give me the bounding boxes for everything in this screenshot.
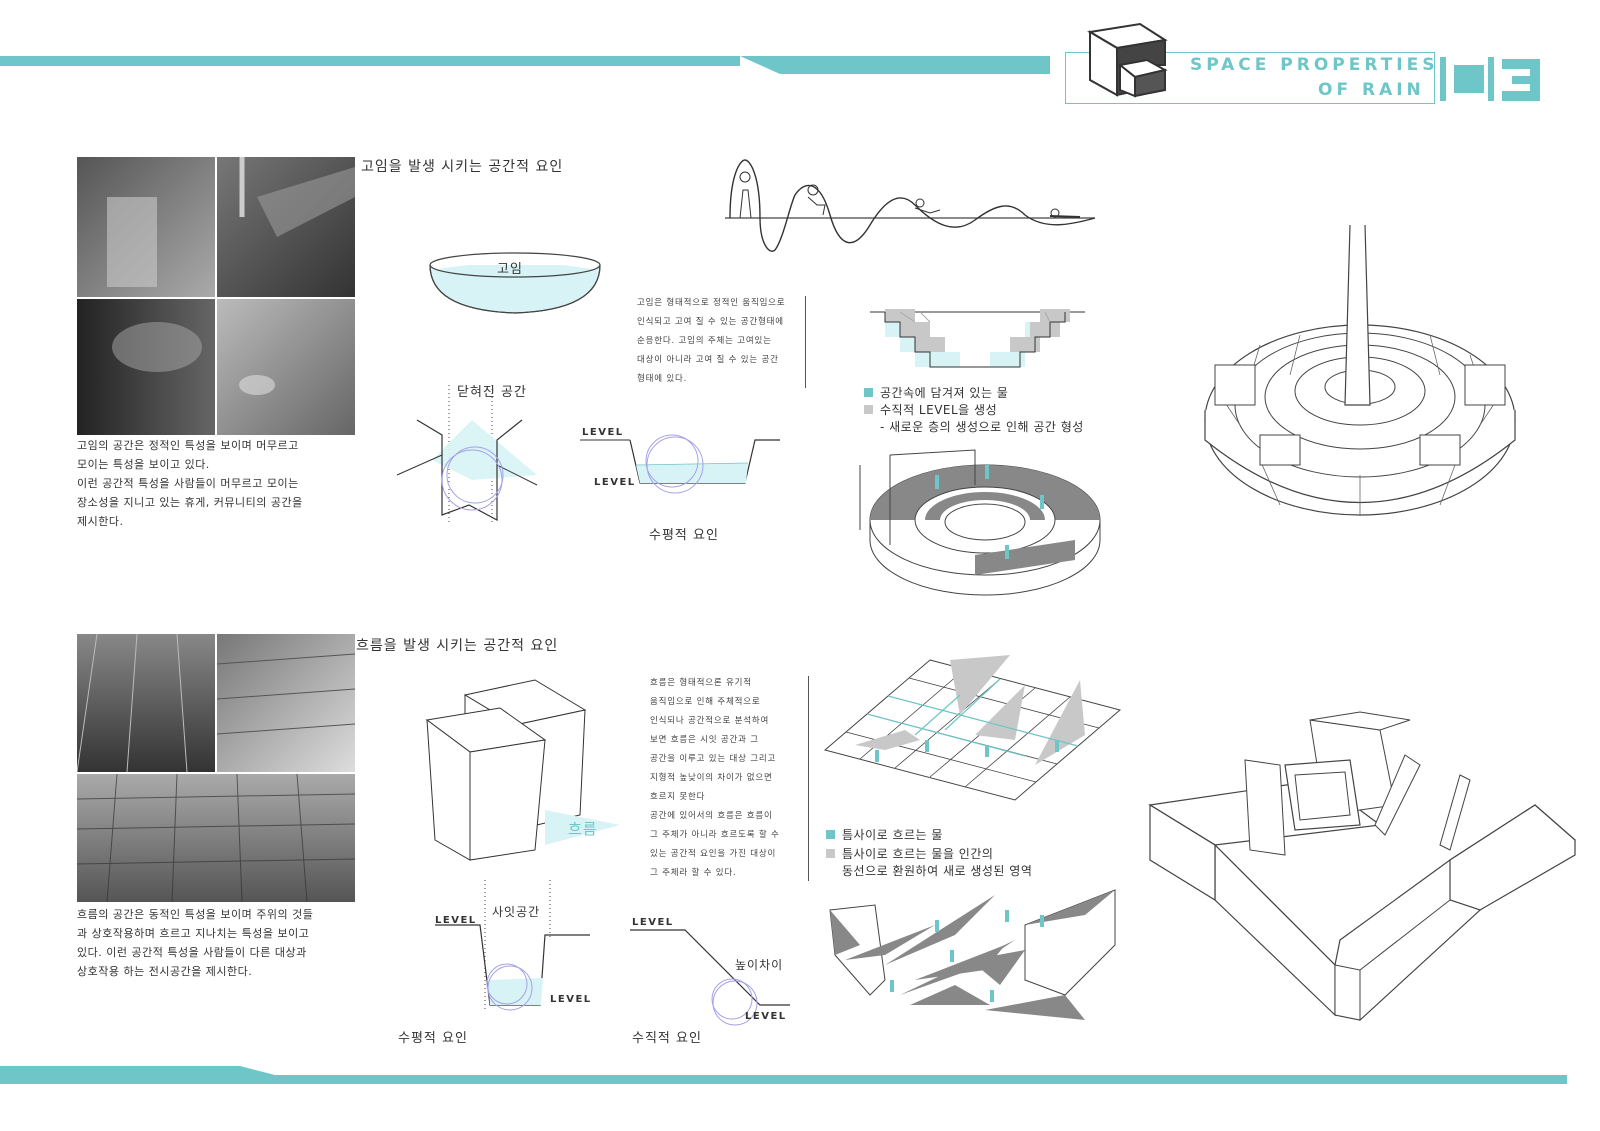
level-label: LEVEL bbox=[594, 477, 636, 488]
amphitheater-model bbox=[1204, 224, 1516, 516]
puddle-note-line: 형태에 있다. bbox=[637, 374, 688, 384]
flow-note-line: 흐름은 형태적으론 유기적 bbox=[650, 678, 752, 688]
legend-swatch bbox=[826, 830, 835, 839]
wave-figures-diagram bbox=[725, 159, 1096, 252]
legend-text: 수직적 LEVEL을 생성 bbox=[880, 403, 998, 417]
puddle-note-divider bbox=[805, 296, 806, 388]
puddle-photo-collage bbox=[77, 157, 355, 435]
legend-swatch bbox=[864, 405, 873, 414]
legend-item: 틈사이로 흐르는 물 bbox=[826, 826, 943, 843]
legend-swatch bbox=[864, 388, 873, 397]
flow-note-line: 지형적 높낮이의 차이가 없으면 bbox=[650, 773, 773, 783]
puddle-heading: 고임을 발생 시키는 공간적 요인 bbox=[361, 159, 564, 175]
flow-heading: 흐름을 발생 시키는 공간적 요인 bbox=[356, 638, 559, 654]
closed-space-diagram bbox=[396, 385, 538, 525]
flow-note-line: 보면 흐름은 시잇 공간과 그 bbox=[650, 735, 759, 745]
legend-item: 수직적 LEVEL을 생성 bbox=[864, 401, 997, 418]
gap-space-diagram bbox=[435, 880, 590, 1011]
flow-note-line: 그 주체가 아니라 흐르도록 할 수 bbox=[650, 830, 780, 840]
flow-note-line: 움직임으로 인해 주체적으로 bbox=[650, 697, 761, 707]
shards-diagram bbox=[829, 889, 1116, 1020]
level-label: LEVEL bbox=[582, 427, 624, 438]
title-line2: OF RAIN bbox=[1318, 80, 1425, 100]
horizontal-level-diagram bbox=[580, 434, 780, 494]
horizontal-factor-label-2: 수평적 요인 bbox=[398, 1031, 468, 1046]
puddle-desc-line: 제시한다. bbox=[77, 515, 124, 528]
flow-note-line: 있는 공간적 요인을 가진 대상이 bbox=[650, 849, 777, 859]
footer-accent-bar bbox=[0, 1066, 1567, 1084]
puddle-note-line: 대상이 아니라 고여 질 수 있는 공간 bbox=[637, 355, 779, 365]
level-label: LEVEL bbox=[435, 915, 477, 926]
flow-photo-collage bbox=[77, 634, 355, 902]
flow-note-line: 흐르지 못한다 bbox=[650, 792, 706, 802]
legend-item: 틈사이로 흐르는 물을 인간의 bbox=[826, 845, 993, 862]
header-accent-taper bbox=[740, 56, 1050, 74]
puddle-desc-line: 고임의 공간은 정적인 특성을 보이며 머무르고 bbox=[77, 439, 299, 452]
puddle-note-line: 인식되고 고여 질 수 있는 공간형태에 bbox=[637, 317, 784, 327]
puddle-desc-line: 장소성을 지니고 있는 휴게, 커뮤니티의 공간을 bbox=[77, 496, 303, 509]
legend-text: 틈사이로 흐르는 물을 인간의 bbox=[842, 847, 994, 861]
legend-item: - 새로운 층의 생성으로 인해 공간 형성 bbox=[880, 418, 1084, 435]
legend-text: 공간속에 담겨져 있는 물 bbox=[880, 386, 1009, 400]
puddle-desc-line: 모이는 특성을 보이고 있다. bbox=[77, 458, 210, 471]
height-diff-label: 높이차이 bbox=[735, 958, 784, 972]
horizontal-factor-label: 수평적 요인 bbox=[649, 528, 719, 543]
puddle-note-line: 순응한다. 고임의 주체는 고여있는 bbox=[637, 336, 772, 346]
level-label: LEVEL bbox=[550, 994, 592, 1005]
flow-desc-line: 흐름의 공간은 동적인 특성을 보이며 주위의 것들 bbox=[77, 908, 314, 921]
flow-note-divider bbox=[808, 676, 809, 881]
stepped-section-diagram bbox=[870, 309, 1085, 368]
level-label: LEVEL bbox=[632, 917, 674, 928]
flow-arrow-label: 흐름 bbox=[568, 820, 598, 838]
gap-space-label: 사잇공간 bbox=[492, 905, 541, 919]
ring-model-diagram bbox=[859, 449, 1101, 596]
puddle-desc-line: 이런 공간적 특성을 사람들이 머무르고 모이는 bbox=[77, 477, 299, 490]
cube-logo-icon bbox=[1087, 22, 1168, 98]
closed-space-label: 닫혀진 공간 bbox=[457, 385, 527, 400]
title-line1: SPACE PROPERTIES bbox=[1190, 55, 1439, 75]
bowl-label: 고임 bbox=[497, 262, 523, 277]
legend-text: 틈사이로 흐르는 물 bbox=[842, 828, 943, 842]
page-number-graphic bbox=[1440, 57, 1540, 101]
slope-diagram bbox=[630, 929, 790, 1026]
puddle-note-line: 고임은 형태적으로 정적인 움직임으로 bbox=[637, 298, 786, 308]
flow-note-line: 공간을 이루고 있는 대상 그리고 bbox=[650, 754, 777, 764]
title-frame bbox=[1065, 52, 1435, 104]
legend-item: 공간속에 담겨져 있는 물 bbox=[864, 384, 1008, 401]
flow-grid-diagram bbox=[823, 655, 1122, 801]
flow-desc-line: 과 상호작용하며 흐르고 지나치는 특성을 보이고 bbox=[77, 927, 310, 940]
level-label: LEVEL bbox=[745, 1011, 787, 1022]
legend-item: 동선으로 환원하여 새로 생성된 영역 bbox=[842, 862, 1032, 879]
legend-text: - 새로운 층의 생성으로 인해 공간 형성 bbox=[880, 420, 1084, 434]
flow-desc-line: 상호작용 하는 전시공간을 제시한다. bbox=[77, 965, 253, 978]
legend-text: 동선으로 환원하여 새로 생성된 영역 bbox=[842, 864, 1033, 878]
flow-desc-line: 있다. 이런 공간적 특성을 사람들이 다른 대상과 bbox=[77, 946, 307, 959]
two-boxes-diagram bbox=[425, 679, 620, 861]
header-accent-bar bbox=[0, 56, 740, 66]
vertical-factor-label: 수직적 요인 bbox=[632, 1031, 702, 1046]
flow-note-line: 인식되나 공간적으로 분석하여 bbox=[650, 716, 770, 726]
legend-swatch bbox=[826, 849, 835, 858]
pavilion-model bbox=[1148, 711, 1576, 1022]
flow-note-line: 공간에 있어서의 흐름은 흐름이 bbox=[650, 811, 773, 821]
flow-note-line: 그 주체라 할 수 있다. bbox=[650, 868, 737, 878]
puddle-bowl-diagram bbox=[429, 252, 601, 314]
